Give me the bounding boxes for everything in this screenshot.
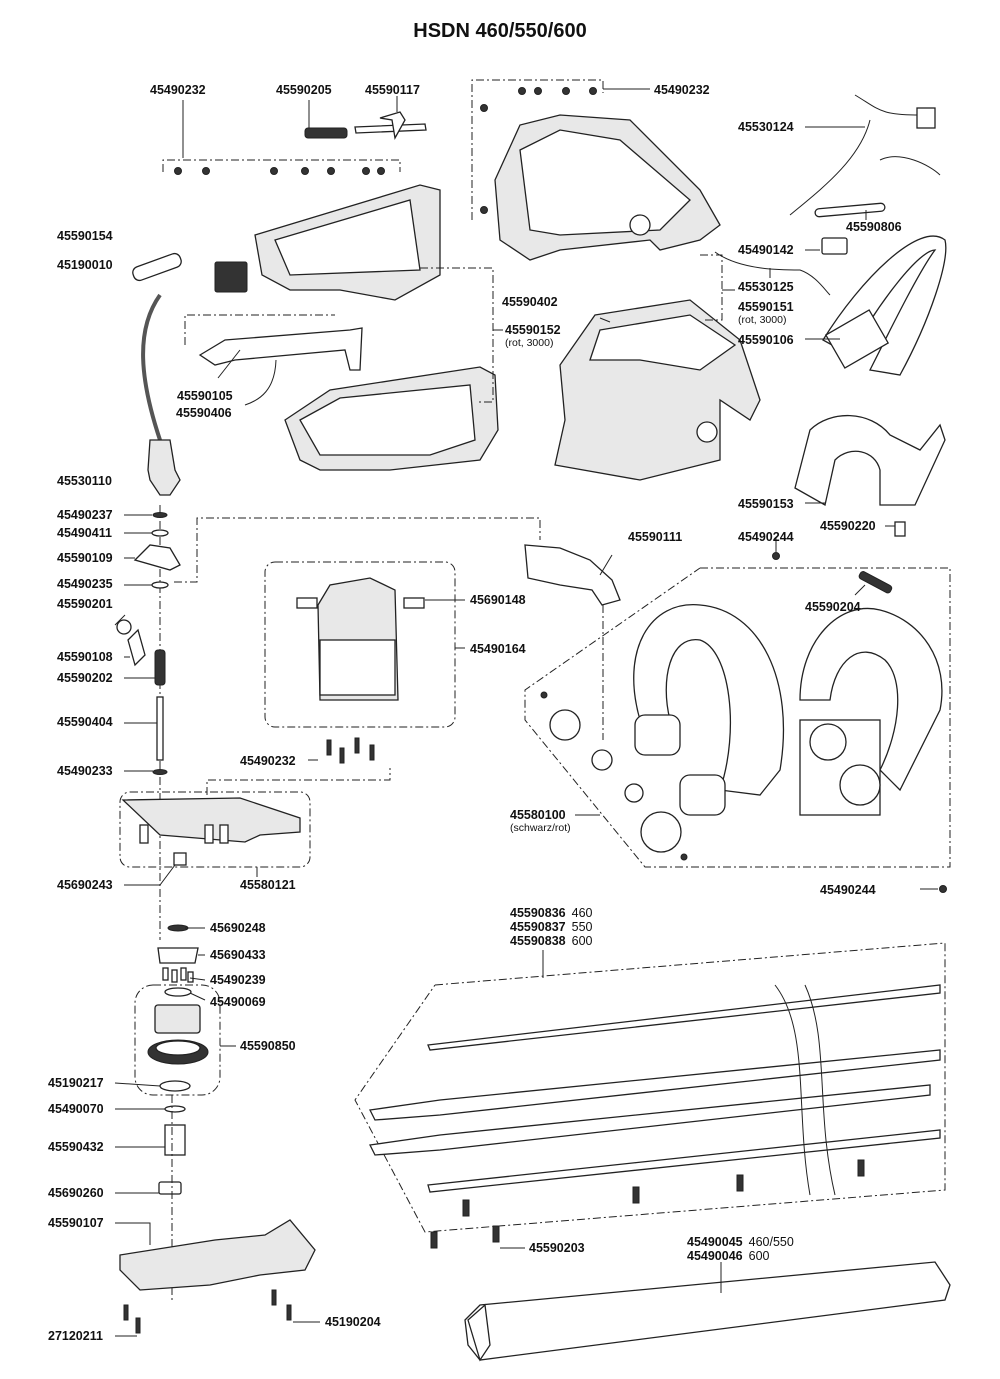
model-size: 460 [571,906,593,920]
part-label: 45530124 [738,120,794,134]
wiring-harness [714,94,941,296]
power-cable [132,252,248,496]
front-housing [554,254,761,481]
gear-stack [114,924,236,1300]
part-label: 45590108 [57,650,113,664]
part-label: 45490233 [57,764,113,778]
part-label: 45490232 [150,83,206,97]
part-label: 45590406 [176,406,232,420]
part-label: 45590204 [805,600,861,614]
part-label: 45590151 [738,300,794,314]
blade-guard [464,1261,951,1362]
part-label: 45490244 [820,883,876,897]
part-label: 45490069 [210,995,266,1009]
part-label: 45690433 [210,948,266,962]
part-label: 45590850 [240,1039,296,1053]
part-label: 45590205 [276,83,332,97]
part-label: 45490239 [210,973,266,987]
part-number: 45490046 [687,1249,743,1263]
part-label: 45690243 [57,878,113,892]
blade-assembly [354,942,946,1249]
part-label: 45530125 [738,280,794,294]
part-note: (rot, 3000) [738,314,787,326]
rear-handle-cover [805,235,947,376]
part-number: 45590836 [510,906,566,920]
part-label: 45590202 [57,671,113,685]
spring-and-lever [304,96,427,140]
part-label: 45490070 [48,1102,104,1116]
blade-variant-row: 45590838 600 [510,934,592,948]
model-size: 600 [748,1249,770,1263]
part-label: 45590107 [48,1216,104,1230]
part-label: 45590404 [57,715,113,729]
part-label: 45590220 [820,519,876,533]
part-label: 45190217 [48,1076,104,1090]
guard-variant-row: 45490045 460/550 [687,1235,794,1249]
part-label: 45490244 [738,530,794,544]
part-label: 45590109 [57,551,113,565]
part-label: 45590154 [57,229,113,243]
part-label: 45490411 [57,526,112,540]
part-label: 45190010 [57,258,113,272]
part-number: 45590838 [510,934,566,948]
side-cover [284,267,503,471]
part-label: 45590402 [502,295,558,309]
motor-assembly [206,561,465,795]
blade-variant-row: 45590837 550 [510,920,592,934]
part-label: 45190204 [325,1315,381,1329]
part-label: 45590153 [738,497,794,511]
handle-bracket [524,544,621,740]
part-label: 45590105 [177,389,233,403]
part-label: 45690260 [48,1186,104,1200]
part-label: 45490235 [57,577,113,591]
part-label: 45590152 [505,323,561,337]
part-label: 45590432 [48,1140,104,1154]
diagram-title: HSDN 460/550/600 [413,20,587,42]
part-label: 45590806 [846,220,902,234]
gear-housing [115,1219,320,1337]
part-label: 45490164 [470,642,526,656]
left-housing-shell [162,100,441,301]
part-label: 45490142 [738,243,794,257]
part-label: 45590203 [529,1241,585,1255]
part-label: 45690248 [210,921,266,935]
part-number: 45490045 [687,1235,743,1249]
part-label: 45490232 [240,754,296,768]
gear-plate [119,791,311,886]
model-size: 460/550 [748,1235,794,1249]
part-label: 45490237 [57,508,113,522]
motor-housing-top [471,79,721,261]
part-label: 27120211 [48,1329,103,1343]
shaft-stack [114,505,541,940]
part-label: 45580100 [510,808,566,822]
model-size: 600 [571,934,593,948]
switch-carrier [184,314,363,406]
model-size: 550 [571,920,593,934]
part-note: (schwarz/rot) [510,822,571,834]
trigger-guard [794,414,946,537]
blade-variant-row: 45590836 460 [510,906,592,920]
part-label: 45590111 [628,530,683,544]
part-label: 45690148 [470,593,526,607]
part-label: 45490232 [654,83,710,97]
guard-variant-row: 45490046 600 [687,1249,769,1263]
part-label: 45580121 [240,878,296,892]
part-label: 45590201 [57,597,113,611]
part-note: (rot, 3000) [505,337,554,349]
part-label: 45530110 [57,474,112,488]
part-label: 45590106 [738,333,794,347]
part-number: 45590837 [510,920,566,934]
front-handle-assembly [524,538,951,893]
part-label: 45590117 [365,83,420,97]
